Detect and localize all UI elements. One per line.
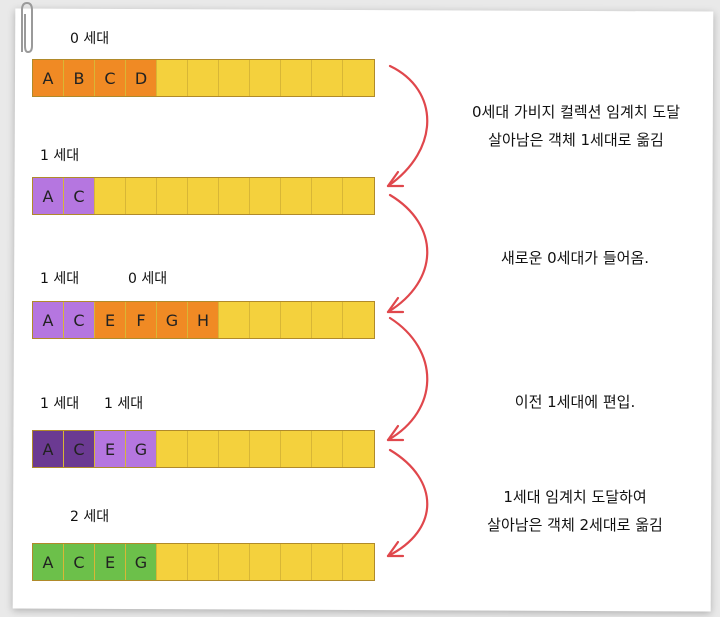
- step-note: 1세대 임계치 도달하여 살아남은 객체 2세대로 옮김: [487, 488, 663, 534]
- empty-cell: [188, 431, 219, 467]
- empty-cell: [250, 60, 281, 96]
- empty-cell: [250, 431, 281, 467]
- object-cell: C: [64, 431, 95, 467]
- object-cell: G: [126, 544, 157, 580]
- object-cell: H: [188, 302, 219, 338]
- object-cell: F: [126, 302, 157, 338]
- generation-label: 1 세대: [40, 271, 80, 287]
- curved-arrow-icon: [386, 448, 429, 558]
- empty-cell: [157, 544, 188, 580]
- object-cell: G: [157, 302, 188, 338]
- empty-cell: [312, 178, 343, 214]
- empty-cell: [281, 178, 312, 214]
- curved-arrow-icon: [386, 64, 429, 188]
- empty-cell: [250, 302, 281, 338]
- step-note: 이전 1세대에 편입.: [514, 393, 636, 411]
- step-note: 0세대 가비지 컬렉션 임계치 도달 살아남은 객체 1세대로 옮김: [471, 103, 681, 149]
- empty-cell: [312, 431, 343, 467]
- generation-label: 1 세대: [40, 148, 80, 164]
- arrow-head-icon: [386, 540, 405, 558]
- empty-cell: [312, 60, 343, 96]
- empty-cell: [343, 178, 374, 214]
- object-cell: E: [95, 302, 126, 338]
- empty-cell: [281, 431, 312, 467]
- empty-cell: [126, 178, 157, 214]
- empty-cell: [219, 60, 250, 96]
- empty-cell: [250, 178, 281, 214]
- empty-cell: [281, 60, 312, 96]
- object-cell: B: [64, 60, 95, 96]
- empty-cell: [188, 544, 219, 580]
- empty-cell: [219, 178, 250, 214]
- generation-label: 0 세대: [128, 271, 168, 287]
- empty-cell: [219, 544, 250, 580]
- object-cell: C: [64, 178, 95, 214]
- arrow-head-icon: [386, 170, 405, 188]
- empty-cell: [157, 178, 188, 214]
- empty-cell: [95, 178, 126, 214]
- curved-arrow-icon: [386, 316, 429, 442]
- step-note: 새로운 0세대가 들어옴.: [500, 249, 650, 267]
- empty-cell: [157, 60, 188, 96]
- empty-cell: [188, 178, 219, 214]
- object-cell: C: [64, 544, 95, 580]
- arrow-head-icon: [386, 296, 405, 314]
- empty-cell: [250, 544, 281, 580]
- paperclip-icon: [21, 1, 33, 54]
- object-cell: C: [64, 302, 95, 338]
- generation-label: 1 세대: [40, 396, 80, 412]
- object-cell: A: [33, 178, 64, 214]
- empty-cell: [157, 431, 188, 467]
- generation-label: 1 세대: [104, 396, 144, 412]
- empty-cell: [281, 302, 312, 338]
- object-cell: D: [126, 60, 157, 96]
- empty-cell: [343, 302, 374, 338]
- object-cell: E: [95, 544, 126, 580]
- object-cell: A: [33, 302, 64, 338]
- object-cell: A: [33, 60, 64, 96]
- empty-cell: [312, 302, 343, 338]
- arrow-head-icon: [386, 424, 405, 442]
- empty-cell: [188, 60, 219, 96]
- empty-cell: [219, 302, 250, 338]
- object-cell: A: [33, 431, 64, 467]
- object-cell: C: [95, 60, 126, 96]
- object-cell: E: [95, 431, 126, 467]
- empty-cell: [343, 544, 374, 580]
- object-cell: A: [33, 544, 64, 580]
- curved-arrow-icon: [386, 193, 429, 314]
- object-cell: G: [126, 431, 157, 467]
- generation-label: 0 세대: [70, 31, 110, 47]
- empty-cell: [219, 431, 250, 467]
- generation-label: 2 세대: [70, 509, 110, 525]
- empty-cell: [343, 60, 374, 96]
- empty-cell: [312, 544, 343, 580]
- empty-cell: [343, 431, 374, 467]
- empty-cell: [281, 544, 312, 580]
